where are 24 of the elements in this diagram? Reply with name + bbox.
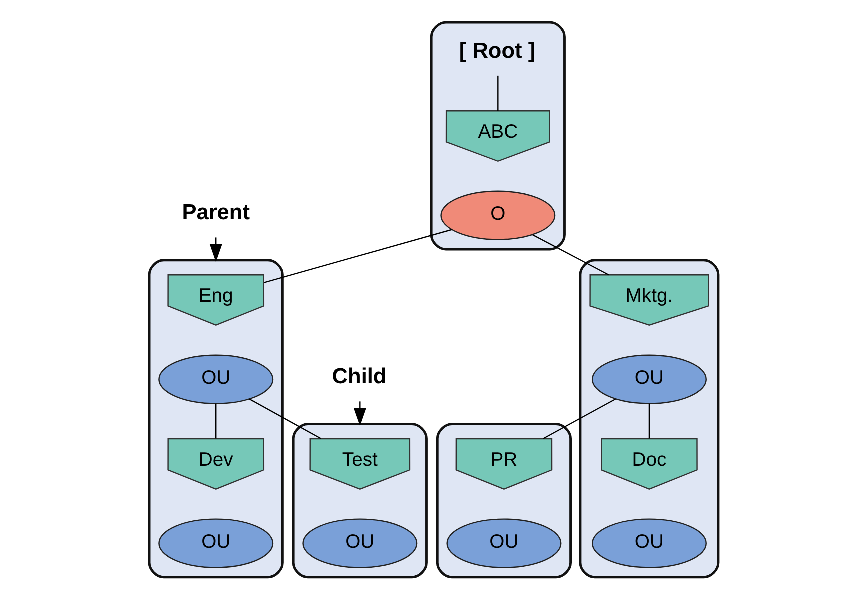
node-text: Parent <box>182 200 250 225</box>
connector <box>542 398 616 440</box>
node-ellipse: O <box>440 190 556 240</box>
node-ellipse: OU <box>302 518 418 568</box>
connector <box>264 229 452 284</box>
arrow <box>209 238 222 262</box>
connector <box>497 76 498 112</box>
cluster <box>578 259 720 579</box>
arrow <box>353 402 366 426</box>
node-text: Child <box>332 364 386 389</box>
connector <box>215 404 216 439</box>
connector <box>532 234 609 276</box>
cluster <box>292 423 428 579</box>
node-ellipse: OU <box>591 354 706 404</box>
cluster <box>148 259 284 579</box>
node-ellipse: OU <box>446 518 562 568</box>
cluster <box>430 21 566 251</box>
node-ellipse: OU <box>591 518 706 568</box>
connector <box>648 404 650 439</box>
cluster <box>436 423 572 579</box>
connector <box>248 398 322 440</box>
node-ellipse: OU <box>158 354 274 404</box>
node-text: [ Root ] <box>458 38 536 64</box>
node-ellipse: OU <box>158 518 274 568</box>
